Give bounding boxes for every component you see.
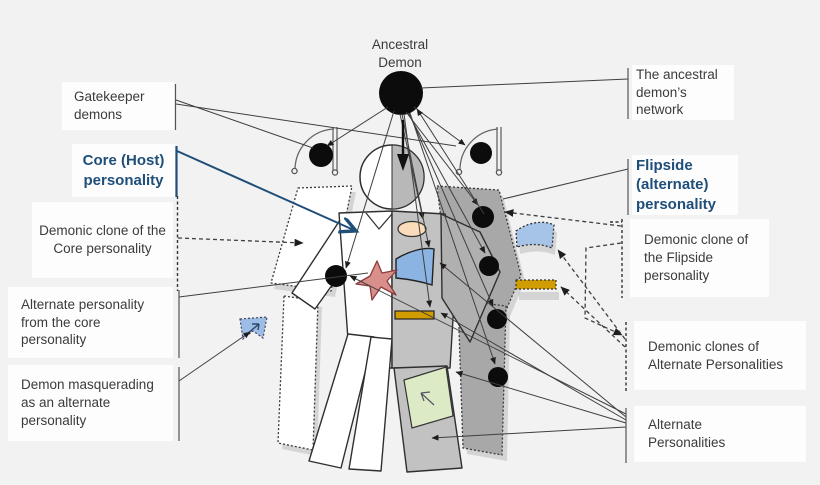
green-patch-alternate — [403, 366, 454, 429]
gate-arc-left — [294, 128, 335, 171]
demonic-clones-alternates-label: Demonic clones of Alternate Personalitie… — [634, 321, 806, 390]
ancestral-demon-label: Ancestral Demon — [352, 36, 448, 72]
demon-on-flipside-thigh — [488, 367, 508, 387]
label-bars — [174, 68, 629, 463]
split-figure-body — [291, 144, 501, 473]
core-leg-inner — [348, 336, 393, 472]
flipside-personality-label: Flipside (alternate) personality — [632, 155, 738, 215]
demon-masquerading-label: Demon masquerading as an alternate perso… — [8, 365, 173, 441]
gatekeeper-demon-left — [309, 143, 333, 167]
ancestral-network-text: The ancestral demon’s network — [636, 66, 718, 118]
demon-on-flipside-waist — [487, 309, 507, 329]
demon-on-flipside-chest — [479, 256, 499, 276]
flipside-personality-text: Flipside (alternate) personality — [636, 156, 717, 213]
core-arrow — [176, 150, 356, 231]
ancestral-demon-text: Ancestral Demon — [371, 37, 429, 70]
gate-arc-right — [459, 128, 499, 172]
alternate-from-core-label: Alternate personality from the core pers… — [8, 287, 173, 358]
demonic-clone-flipside-label: Demonic clone of the Flipside personalit… — [630, 219, 769, 297]
clone-of-core-leg — [277, 295, 319, 451]
peach-oval-part — [397, 220, 427, 238]
demon-masquerading-text: Demon masquerading as an alternate perso… — [21, 377, 154, 428]
gatekeeper-gates — [291, 127, 503, 176]
ancestral-network-label: The ancestral demon’s network — [632, 65, 734, 120]
gold-band-alternate — [394, 310, 435, 320]
core-personality-text: Core (Host) personality — [82, 152, 165, 189]
connector-lines — [175, 78, 629, 441]
head-arrow — [397, 154, 409, 171]
collar-line — [365, 212, 393, 230]
ancestral-demon-node — [379, 71, 423, 115]
external-gold-band-clone — [515, 279, 557, 290]
alternate-from-core-text: Alternate personality from the core pers… — [21, 296, 145, 348]
blue-flag-alternate — [395, 247, 435, 286]
demonic-clones-alternates-text: Demonic clones of Alternate Personalitie… — [648, 338, 784, 372]
core-personality-label: Core (Host) personality — [72, 144, 175, 197]
demon-nodes — [309, 71, 508, 387]
demonic-clone-flipside-text: Demonic clone of the Flipside personalit… — [644, 232, 749, 283]
gatekeeper-demon-right — [470, 142, 492, 164]
demonic-clone-core-label: Demonic clone of the Core personality — [32, 202, 173, 278]
green-patch-arrow-icon — [420, 391, 435, 406]
demonic-clone-core-text: Demonic clone of the Core personality — [39, 223, 166, 256]
gatekeeper-demons-text: Gatekeeper demons — [74, 89, 145, 122]
external-blue-flag-clone — [515, 221, 555, 249]
core-leg-outer — [308, 333, 375, 469]
demon-on-flipside-shoulder — [472, 206, 494, 228]
flipside-arm — [440, 213, 501, 343]
demon-on-core-arm — [325, 265, 347, 287]
alternate-personalities-label: Alternate Personalities — [634, 406, 806, 462]
alternate-personalities-text: Alternate Personalities — [648, 417, 726, 450]
gatekeeper-demons-label: Gatekeeper demons — [62, 82, 174, 130]
